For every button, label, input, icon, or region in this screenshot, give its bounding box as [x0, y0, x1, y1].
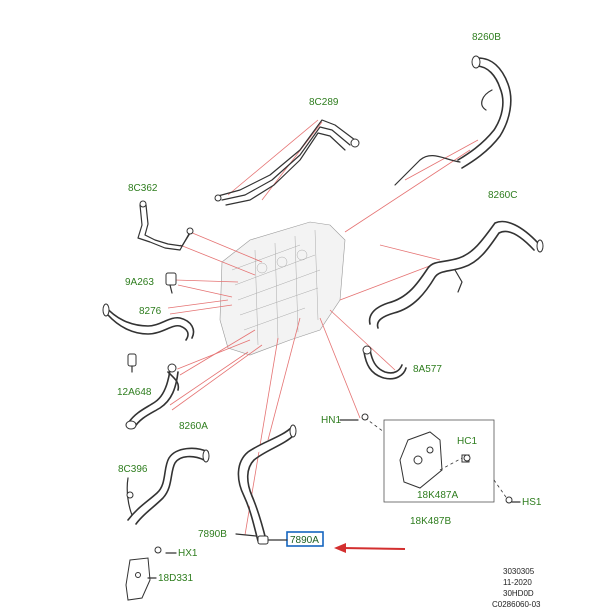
label-7890B[interactable]: 7890B	[198, 529, 227, 540]
label-HC1[interactable]: HC1	[457, 436, 477, 447]
label-ticks	[147, 419, 521, 579]
part-7890-hoses[interactable]	[237, 424, 297, 545]
label-7890A[interactable]: 7890A	[290, 535, 319, 546]
label-12A648[interactable]: 12A648	[117, 387, 152, 398]
inset-18K487	[383, 419, 495, 503]
dashed-lines	[364, 417, 509, 501]
part-12A648[interactable]	[127, 353, 137, 373]
part-labels: 8260B 8C289 8C362 8260C 9A263 8276 8A577…	[117, 32, 542, 584]
label-9A263[interactable]: 9A263	[125, 277, 154, 288]
label-8A577[interactable]: 8A577	[413, 364, 442, 375]
footer-line4: C0286060-03	[492, 600, 541, 609]
label-8C396[interactable]: 8C396	[118, 464, 148, 475]
red-arrow-icon	[334, 543, 406, 553]
label-18K487A[interactable]: 18K487A	[417, 490, 458, 501]
label-HS1[interactable]: HS1	[522, 497, 542, 508]
label-HN1[interactable]: HN1	[321, 415, 341, 426]
label-18K487B[interactable]: 18K487B	[410, 516, 451, 527]
label-8260C[interactable]: 8260C	[488, 190, 517, 201]
footer-line3: 30HD0D	[503, 589, 534, 598]
part-8260A-hose[interactable]	[125, 363, 180, 430]
drawing-code-block: 3030305 11-2020 30HD0D C0286060-03	[492, 567, 541, 609]
part-8C289-pipes[interactable]	[214, 119, 360, 206]
fastener-HS1[interactable]	[505, 496, 513, 504]
part-8276-hose[interactable]	[102, 303, 195, 341]
label-8260A[interactable]: 8260A	[179, 421, 208, 432]
leader-lines	[167, 119, 479, 536]
engine-block	[219, 221, 346, 356]
label-HX1[interactable]: HX1	[178, 548, 198, 559]
part-18D331-bracket[interactable]	[125, 546, 162, 601]
label-18D331[interactable]: 18D331	[158, 573, 193, 584]
part-8C362-pipes[interactable]	[137, 200, 194, 251]
label-8C362[interactable]: 8C362	[128, 183, 158, 194]
part-8260C-hose[interactable]	[368, 219, 544, 329]
label-8260B[interactable]: 8260B	[472, 32, 501, 43]
fastener-HC1[interactable]	[463, 454, 471, 462]
part-9A263[interactable]	[165, 272, 177, 294]
part-8A577[interactable]	[362, 345, 407, 380]
part-8C396-hose[interactable]	[126, 447, 210, 525]
fastener-HN1[interactable]	[361, 413, 369, 421]
footer-line1: 3030305	[503, 567, 535, 576]
footer-line2: 11-2020	[503, 578, 532, 587]
highlight-7890A[interactable]: 7890A	[267, 531, 324, 547]
label-8C289[interactable]: 8C289	[309, 97, 339, 108]
label-8276[interactable]: 8276	[139, 306, 162, 317]
part-8260B-hose[interactable]	[394, 55, 512, 186]
